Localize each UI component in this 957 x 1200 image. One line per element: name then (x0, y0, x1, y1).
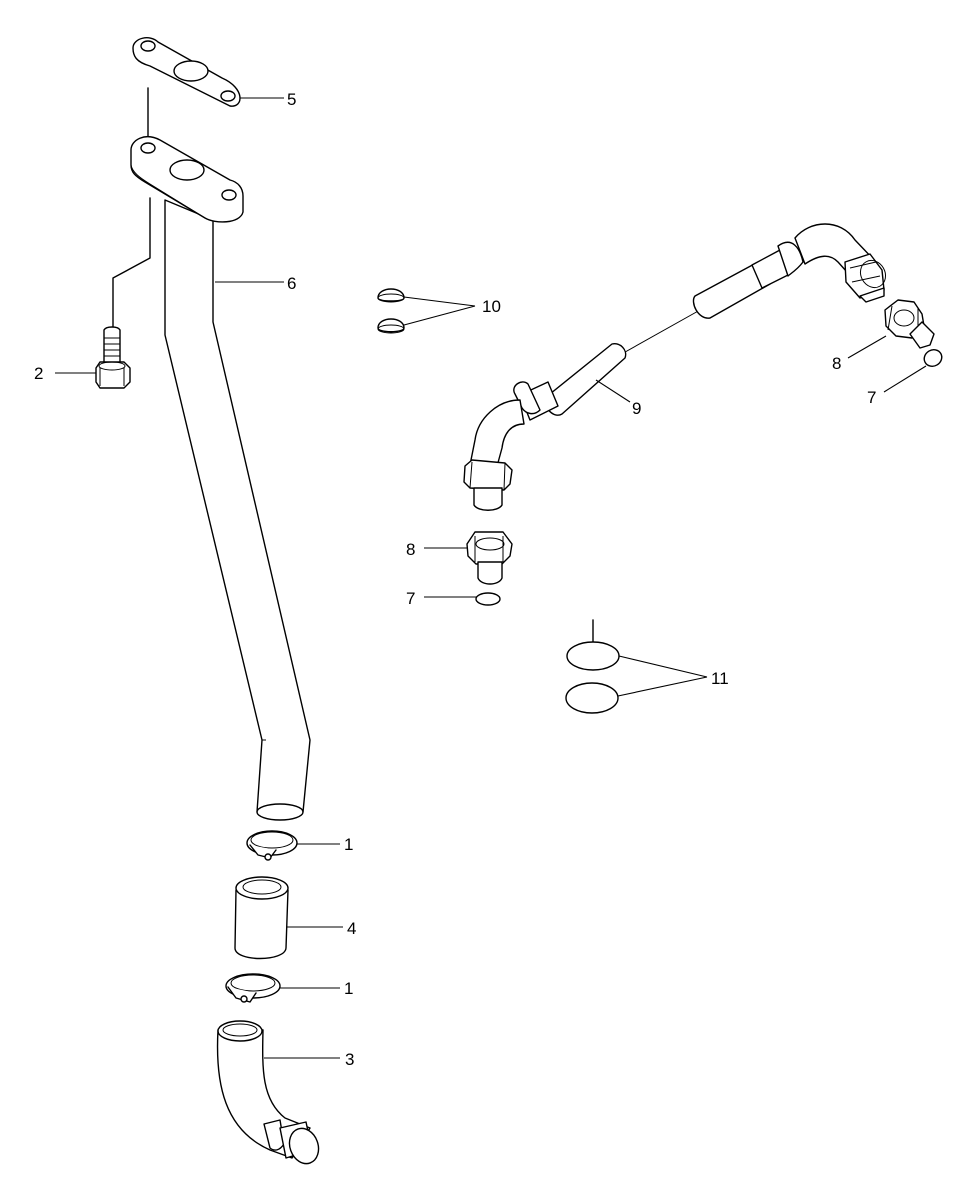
callout-2: 2 (34, 364, 43, 383)
callout-8-left: 8 (406, 540, 415, 559)
callout-10: 10 (482, 297, 501, 316)
adapter-part-8-left (466, 531, 513, 585)
cap-part-10-upper (377, 288, 405, 303)
callout-4: 4 (347, 919, 356, 938)
o-ring-part-7-right (923, 349, 943, 367)
oil-supply-tube-part-9 (463, 223, 887, 511)
callout-7-right: 7 (867, 388, 876, 407)
cap-part-10-lower (377, 318, 405, 334)
o-ring-part-11-lower (565, 682, 619, 714)
o-ring-part-7-left (475, 592, 501, 606)
oil-return-pipe-part-6 (130, 136, 311, 821)
flange-bolt-part-2 (95, 326, 131, 389)
callout-1-lower: 1 (344, 979, 353, 998)
o-ring-part-11-upper (566, 641, 620, 671)
callout-6: 6 (287, 274, 296, 293)
adapter-part-8-right (884, 299, 935, 349)
callout-7-left: 7 (406, 589, 415, 608)
hose-clamp-part-1-upper (246, 830, 298, 861)
callout-3: 3 (345, 1050, 354, 1069)
gasket-part-5 (132, 37, 241, 107)
callout-1-upper: 1 (344, 835, 353, 854)
elbow-pipe-part-3 (216, 1020, 320, 1165)
callout-8-right: 8 (832, 354, 841, 373)
hose-clamp-part-1-lower (225, 973, 281, 1003)
rubber-hose-part-4 (234, 876, 289, 960)
callout-9: 9 (632, 399, 641, 418)
callout-5: 5 (287, 90, 296, 109)
callout-11: 11 (711, 669, 729, 688)
